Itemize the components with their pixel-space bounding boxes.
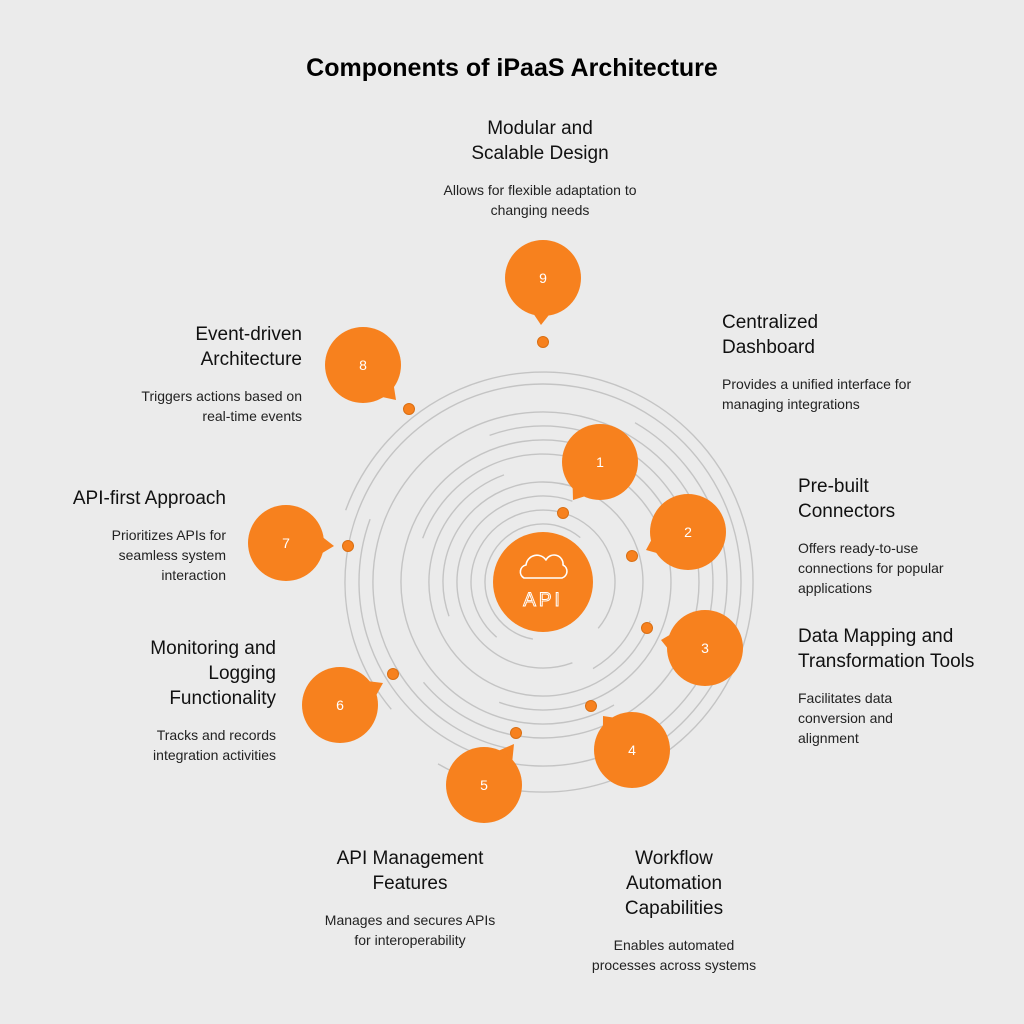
component-5-marker: 5 — [446, 727, 522, 823]
bubble-number: 6 — [336, 697, 344, 713]
component-7-description: Prioritizes APIs for seamless system int… — [111, 527, 226, 583]
cloud-icon — [519, 554, 568, 579]
bubble-number: 7 — [282, 535, 290, 551]
orbit-ring-12 — [345, 371, 754, 793]
component-2-heading: Pre-built Connectors — [798, 476, 896, 522]
bubble-circle — [505, 240, 581, 316]
api-hub-label: API — [523, 590, 563, 611]
component-8-marker: 8 — [325, 327, 415, 415]
bubble-circle — [562, 424, 638, 500]
component-6-description: Tracks and records integration activitie… — [153, 727, 276, 763]
orbit-ring-3 — [456, 495, 573, 669]
component-5-description: Manages and secures APIs for interoperab… — [324, 912, 496, 948]
ring-anchor-dot — [557, 507, 569, 519]
component-9-label: Modular and Scalable Design Allows for f… — [400, 116, 680, 220]
bubble-circle — [650, 494, 726, 570]
bubble-number: 1 — [596, 454, 604, 470]
bubble-circle — [446, 747, 522, 823]
bubble-circle — [325, 327, 401, 403]
bubble-number: 3 — [701, 640, 709, 656]
ring-anchor-dot — [585, 700, 597, 712]
component-9-description: Allows for flexible adaptation to changi… — [443, 182, 637, 218]
bubble-circle — [594, 712, 670, 788]
component-4-heading: Workflow Automation Capabilities — [624, 848, 724, 919]
component-1-marker: 1 — [557, 424, 638, 519]
bubble-number: 8 — [359, 357, 367, 373]
orbit-ring-1 — [484, 523, 581, 640]
bubble-circle — [248, 505, 324, 581]
component-1-description: Provides a unified interface for managin… — [722, 376, 912, 412]
bubble-circle — [667, 610, 743, 686]
component-4-marker: 4 — [585, 700, 670, 788]
ring-anchor-dot — [537, 336, 549, 348]
component-3-marker: 3 — [641, 610, 743, 686]
component-1-label: Centralized Dashboard Provides a unified… — [722, 310, 912, 414]
ring-anchor-dot — [626, 550, 638, 562]
component-9-heading: Modular and Scalable Design — [471, 118, 609, 164]
component-5-heading: API Management Features — [336, 848, 484, 894]
ring-anchor-dot — [641, 622, 653, 634]
bubble-number: 9 — [539, 270, 547, 286]
orbit-ring-2 — [470, 509, 616, 638]
component-8-heading: Event-driven Architecture — [195, 324, 302, 370]
component-4-description: Enables automated processes across syste… — [591, 937, 757, 973]
component-1-heading: Centralized Dashboard — [722, 312, 819, 358]
ring-anchor-dot — [510, 727, 522, 739]
ring-anchor-dot — [342, 540, 354, 552]
component-6-heading: Monitoring and Logging Functionality — [150, 638, 276, 709]
bubble-number: 4 — [628, 742, 636, 758]
component-3-description: Facilitates data conversion and alignmen… — [798, 690, 893, 746]
bubble-number: 2 — [684, 524, 692, 540]
component-7-marker: 7 — [248, 505, 354, 581]
orbit-ring-5 — [428, 474, 651, 697]
component-7-heading: API-first Approach — [72, 488, 226, 509]
component-6-label: Monitoring and Logging Functionality Tra… — [86, 636, 276, 765]
diagram-title: Components of iPaaS Architecture — [306, 54, 718, 82]
ring-anchor-dot — [403, 403, 415, 415]
component-3-label: Data Mapping and Transformation Tools Fa… — [798, 624, 998, 748]
api-hub: API — [493, 532, 593, 632]
component-6-marker: 6 — [302, 667, 399, 743]
ring-anchor-dot — [387, 668, 399, 680]
component-2-label: Pre-built Connectors Offers ready-to-use… — [798, 474, 988, 598]
bubble-circle — [302, 667, 378, 743]
api-hub-circle — [493, 532, 593, 632]
component-2-description: Offers ready-to-use connections for popu… — [798, 540, 944, 596]
component-2-marker: 2 — [626, 494, 726, 570]
component-3-heading: Data Mapping and Transformation Tools — [798, 626, 975, 672]
component-8-label: Event-driven Architecture Triggers actio… — [110, 322, 302, 426]
component-5-label: API Management Features Manages and secu… — [310, 846, 510, 950]
component-4-label: Workflow Automation Capabilities Enables… — [574, 846, 774, 975]
bubble-number: 5 — [480, 777, 488, 793]
component-7-label: API-first Approach Prioritizes APIs for … — [30, 486, 226, 585]
component-8-description: Triggers actions based on real-time even… — [141, 388, 302, 424]
component-9-marker: 9 — [505, 240, 581, 348]
